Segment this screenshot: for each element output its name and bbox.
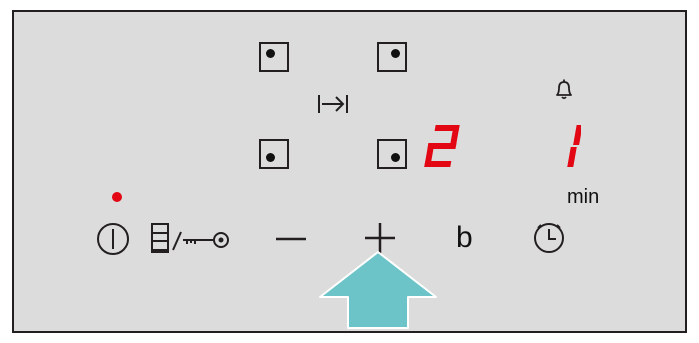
zone-front-left-indicator[interactable] bbox=[259, 139, 289, 169]
zone-rear-right-indicator[interactable] bbox=[377, 42, 407, 72]
zone-rear-left-indicator[interactable] bbox=[259, 42, 289, 72]
zone-dot-icon bbox=[266, 49, 275, 58]
zone-dot-icon bbox=[266, 153, 275, 162]
zone-dot-icon bbox=[391, 153, 400, 162]
child-lock-icon[interactable] bbox=[149, 222, 239, 254]
timer-display-segments bbox=[567, 125, 583, 167]
zone-display-segments bbox=[424, 125, 460, 167]
bell-icon[interactable] bbox=[552, 77, 576, 101]
zone-front-right-indicator[interactable] bbox=[377, 139, 407, 169]
arrow-to-bar-icon[interactable] bbox=[317, 92, 349, 116]
clock-icon[interactable] bbox=[531, 220, 567, 256]
zone-dot-icon bbox=[391, 49, 400, 58]
plus-icon[interactable] bbox=[363, 221, 397, 255]
power-icon[interactable] bbox=[96, 222, 130, 256]
b-button[interactable]: b bbox=[456, 221, 473, 254]
arrow-up-icon bbox=[319, 251, 437, 329]
minus-icon[interactable] bbox=[274, 229, 308, 249]
timer-unit-label: min bbox=[567, 186, 600, 208]
timer-display: 1 bbox=[555, 123, 583, 169]
power-indicator-led bbox=[112, 192, 122, 202]
zone-power-level-display: 2 bbox=[420, 123, 460, 169]
